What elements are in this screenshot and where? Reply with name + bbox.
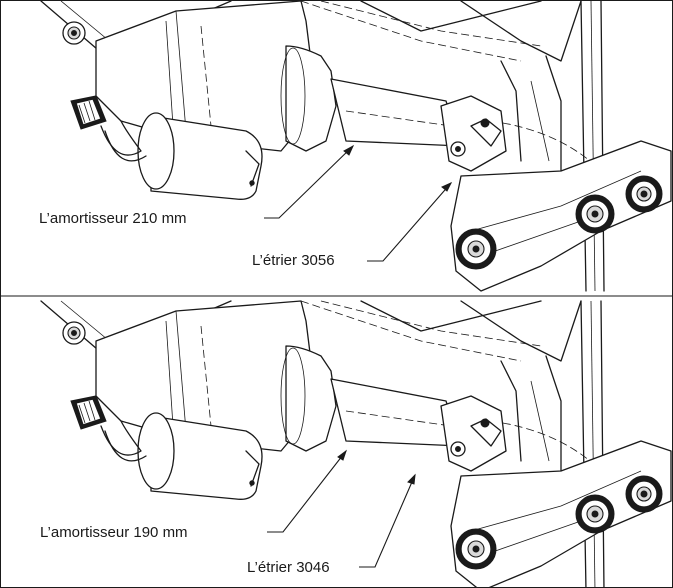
shock-assembly-illustration — [40, 300, 672, 587]
yoke-leader-line — [367, 182, 452, 262]
shock-label: L’amortisseur 190 mm — [40, 524, 188, 541]
shock-arrowhead — [343, 144, 355, 156]
yoke-label: L’étrier 3046 — [247, 559, 330, 576]
shock-arrowhead — [337, 449, 347, 461]
shock-leader-line — [264, 145, 354, 219]
yoke-leader-line — [359, 474, 416, 568]
panel-shock-210: L’amortisseur 210 mm L’étrier 3056 — [39, 1, 672, 292]
yoke-label: L’étrier 3056 — [252, 252, 335, 269]
shock-label: L’amortisseur 210 mm — [39, 210, 187, 227]
panel-shock-190: L’amortisseur 190 mm L’étrier 3046 — [40, 300, 672, 587]
yoke-arrowhead — [441, 181, 453, 192]
yoke-arrowhead — [407, 473, 416, 485]
shock-assembly-illustration — [40, 1, 672, 292]
shock-leader-line — [267, 450, 347, 533]
